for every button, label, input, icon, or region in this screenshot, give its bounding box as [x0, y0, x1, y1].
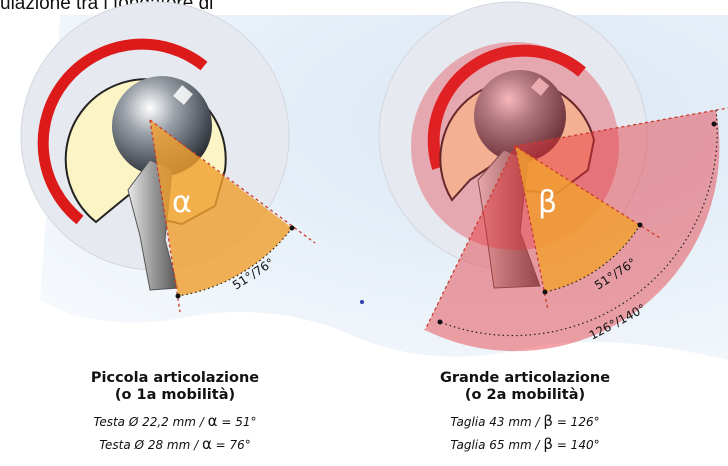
large-joint-spec-2: Taglia 65 mm / β = 140°: [450, 435, 600, 453]
right-red-ring: [427, 44, 586, 170]
right-alpha-sector: [515, 146, 640, 292]
left-alpha-sector: [150, 120, 292, 296]
small-joint-caption: Piccola articolazione (o 1a mobilità) Te…: [25, 370, 325, 456]
large-joint-title-line2: (o 2a mobilità): [464, 387, 586, 403]
small-joint-title-line2: (o 1a mobilità): [114, 387, 236, 403]
dot-marker: [360, 300, 364, 304]
large-joint-spec-1: Taglia 43 mm / β = 126°: [450, 412, 600, 430]
left-red-ring: [37, 38, 208, 225]
small-joint-spec-1: Testa Ø 22,2 mm / α = 51°: [93, 412, 257, 430]
small-joint-illustration: α 51°/76°: [20, 1, 316, 313]
small-joint-spec-2: Testa Ø 28 mm / α = 76°: [99, 435, 251, 453]
large-joint-caption: Grande articolazione (o 2a mobilità) Tag…: [375, 370, 675, 456]
alpha-symbol: α: [172, 185, 192, 220]
small-joint-title-line1: Piccola articolazione: [90, 370, 260, 386]
beta-symbol: β: [538, 185, 557, 220]
large-joint-title-line1: Grande articolazione: [439, 370, 611, 386]
